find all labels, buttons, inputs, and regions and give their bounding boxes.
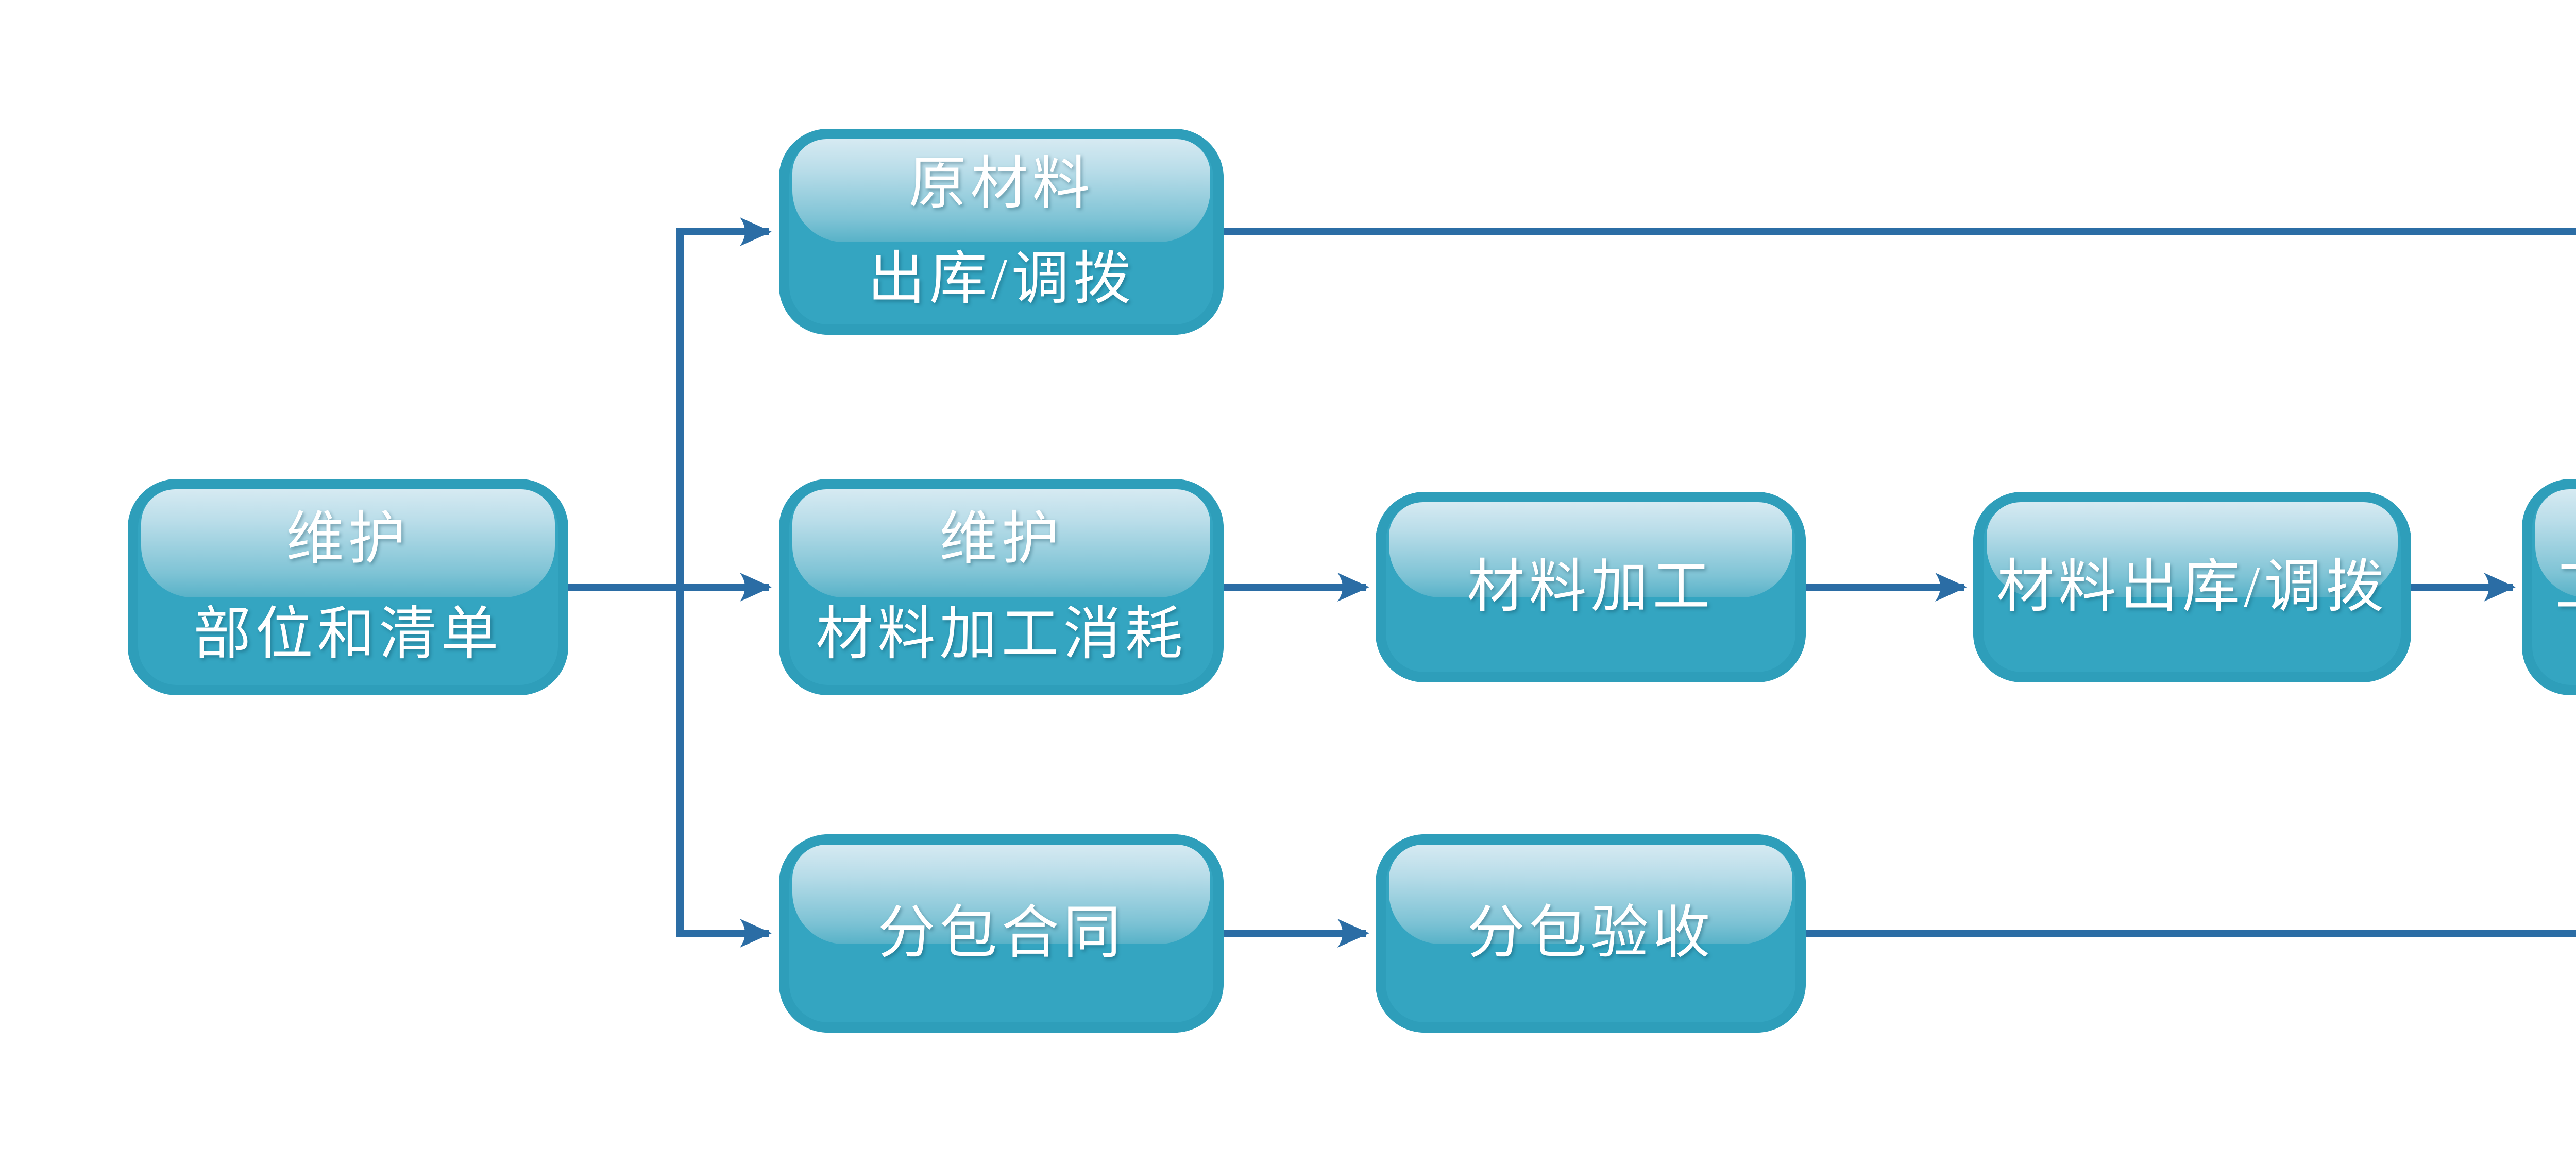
connector-acceptance-to-progress	[1806, 930, 2576, 937]
connector-parts-to-subcontract	[676, 587, 772, 948]
node-gloss	[792, 489, 1210, 597]
node-label-line: 分包合同	[877, 901, 1125, 965]
node-label: 分包验收	[1376, 834, 1806, 1033]
node-label-line: 原材料	[908, 152, 1094, 216]
node-raw-material-issue-transfer: 原材料 出库/调拨	[779, 129, 1224, 335]
node-label-line: 分包验收	[1467, 901, 1715, 965]
node-label: 原材料 出库/调拨	[779, 129, 1224, 335]
node-maintain-parts-list: 维护 部位和清单	[128, 479, 568, 695]
node-label: 材料出库/调拨	[1973, 492, 2411, 682]
node-gloss	[1389, 502, 1792, 597]
node-label-line: 出库/调拨	[867, 247, 1136, 311]
node-label: 工程进度分析	[2522, 479, 2576, 695]
node-label: 分包合同	[779, 834, 1224, 1033]
node-label-line: 部位和清单	[193, 603, 503, 666]
node-gloss	[141, 489, 555, 597]
node-label: 维护 部位和清单	[128, 479, 568, 695]
node-subcontract-acceptance: 分包验收	[1376, 834, 1806, 1033]
node-label-line: 维护	[286, 507, 410, 571]
node-gloss	[792, 139, 1210, 242]
node-material-processing: 材料加工	[1376, 492, 1806, 682]
connector-raw-material-to-progress	[1224, 228, 2576, 235]
node-gloss	[1987, 502, 2398, 597]
node-label-line: 材料加工	[1467, 555, 1715, 619]
node-gloss	[792, 845, 1210, 944]
node-maintain-material-consumption: 维护 材料加工消耗	[779, 479, 1224, 695]
node-gloss	[1389, 845, 1792, 944]
node-project-progress-analysis: 工程进度分析	[2522, 479, 2576, 695]
node-subcontract-contract: 分包合同	[779, 834, 1224, 1033]
node-label: 材料加工	[1376, 492, 1806, 682]
node-label-line: 维护	[939, 507, 1063, 571]
node-label: 维护 材料加工消耗	[779, 479, 1224, 695]
node-label-line: 工程进度分析	[2555, 540, 2576, 635]
connector-parts-to-raw-material	[676, 217, 772, 587]
node-material-issue-transfer: 材料出库/调拨	[1973, 492, 2411, 682]
node-label-line: 材料出库/调拨	[1996, 555, 2388, 619]
node-label-line: 材料加工消耗	[816, 603, 1187, 666]
